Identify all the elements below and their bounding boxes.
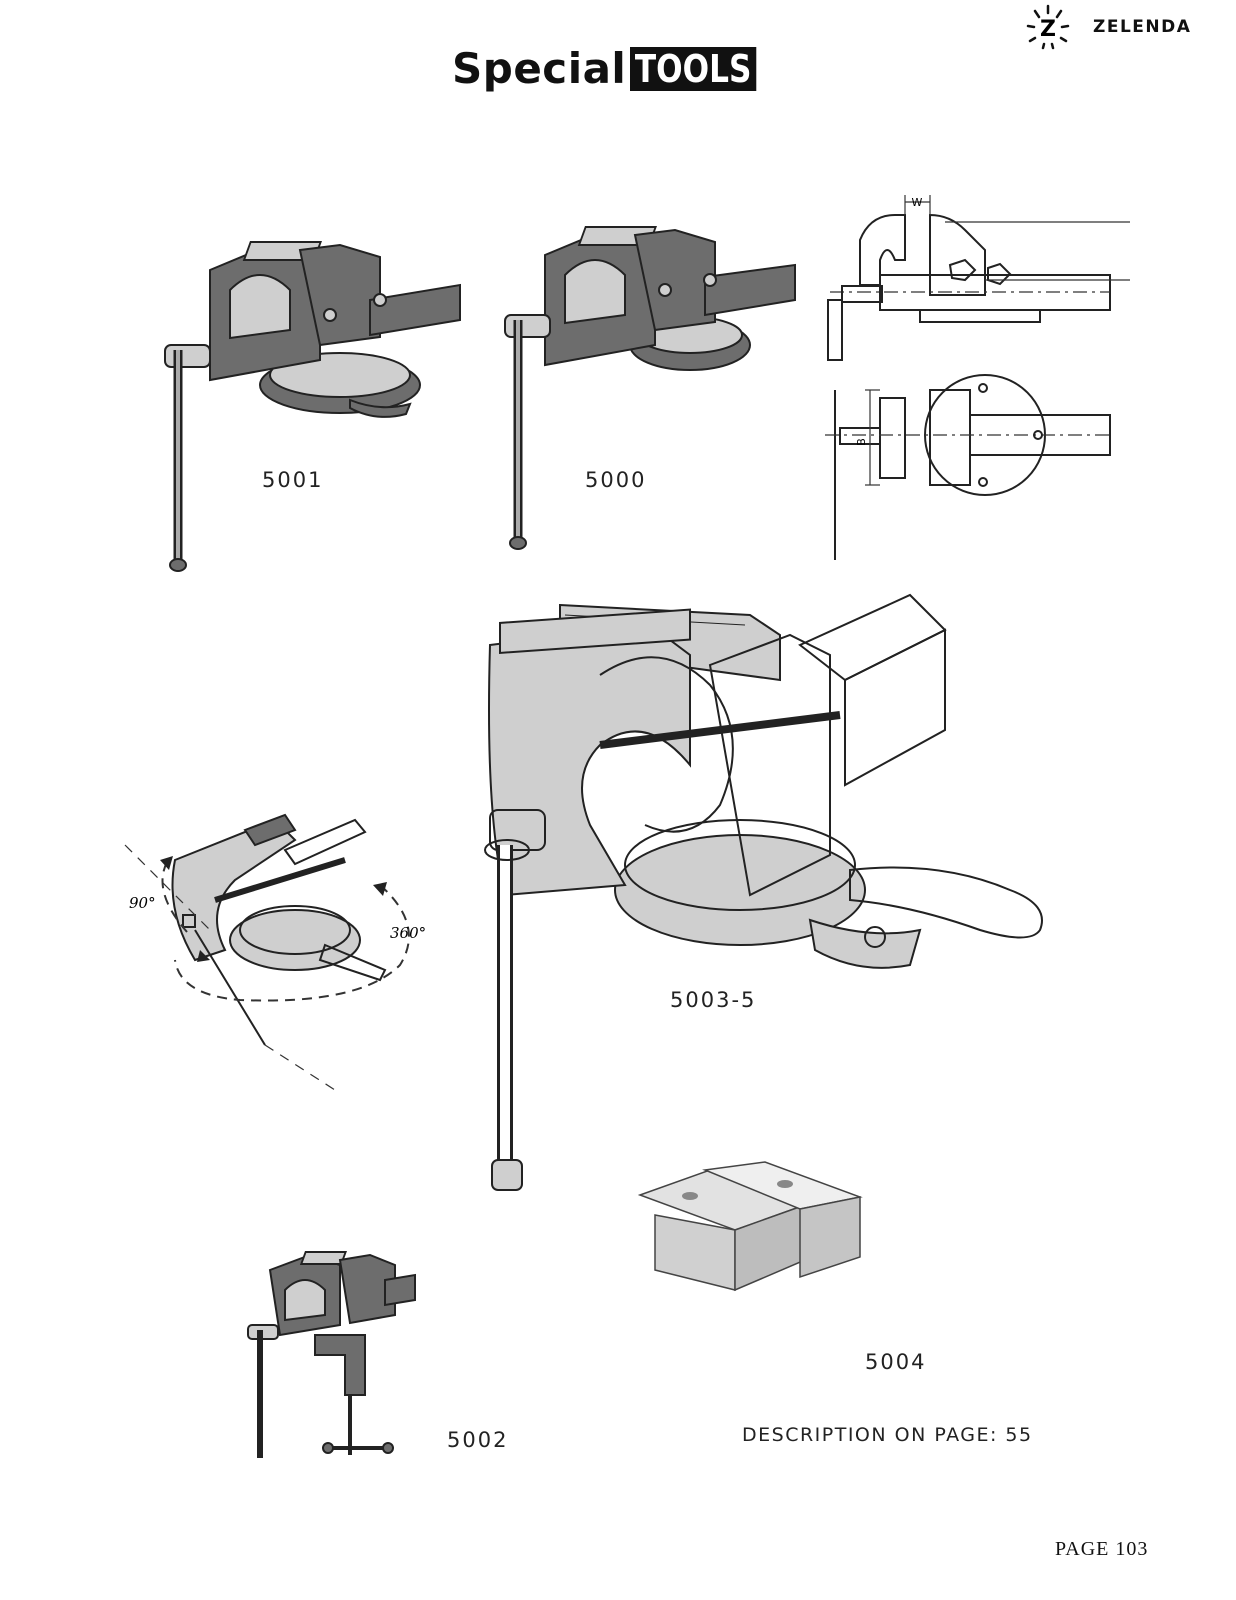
title-tools-box: TOOLS: [630, 46, 757, 91]
vise-dimension-drawing: W H B: [825, 195, 1130, 560]
angle-90-label: 90°: [129, 894, 156, 912]
vise-5003-5-image: [484, 593, 1043, 1191]
title-special: Special: [452, 44, 627, 93]
sunburst-logo-icon: Z: [1026, 4, 1070, 50]
page-number: PAGE 103: [1055, 1538, 1149, 1560]
jaw-caps-5004-image: [637, 1161, 863, 1292]
angle-360-label: 360°: [390, 924, 426, 942]
product-label-5004: 5004: [865, 1350, 927, 1374]
product-label-5002: 5002: [447, 1428, 509, 1452]
product-label-5001: 5001: [262, 468, 324, 492]
rotation-diagram: 90° 360°: [124, 813, 426, 1091]
brand-logo: Z ZELENDA: [1025, 2, 1191, 52]
page-title: Special TOOLS: [452, 44, 784, 93]
dimension-w-label: W: [912, 196, 923, 209]
product-label-5003-5: 5003-5: [670, 988, 757, 1012]
dimension-b-label: B: [855, 438, 868, 446]
product-label-5000: 5000: [585, 468, 647, 492]
brand-letter: Z: [1040, 17, 1056, 42]
brand-name: ZELENDA: [1093, 17, 1192, 37]
description-note: DESCRIPTION ON PAGE: 55: [742, 1424, 1033, 1446]
vise-5001-image: [164, 241, 461, 572]
vise-5002-image: [247, 1251, 416, 1458]
vise-5000-image: [504, 226, 796, 550]
